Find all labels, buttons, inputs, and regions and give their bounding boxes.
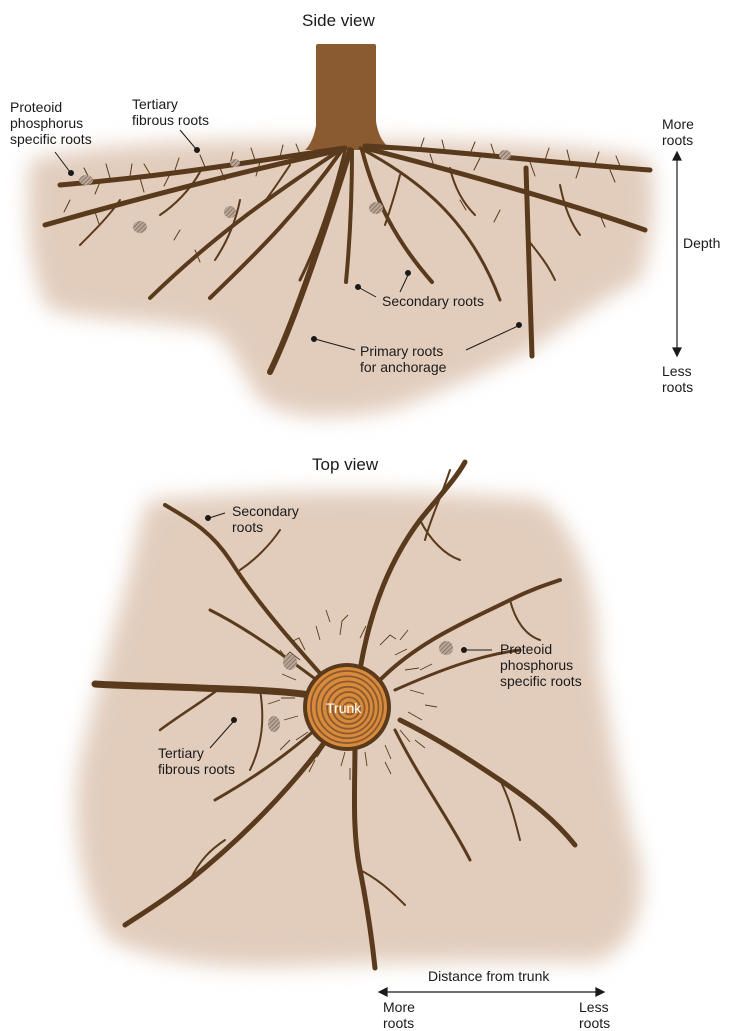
proteoid-cluster bbox=[499, 150, 511, 160]
proteoid-cluster bbox=[439, 641, 453, 655]
leader-dot bbox=[195, 148, 200, 153]
leader-dot bbox=[517, 323, 522, 328]
proteoid-cluster bbox=[133, 221, 147, 233]
depth-arrow-head-top bbox=[673, 152, 681, 160]
top-view bbox=[76, 462, 642, 996]
distance-right-label: Less roots bbox=[579, 999, 610, 1031]
distance-arrow-head-left bbox=[379, 988, 387, 996]
distance-arrow-head-right bbox=[596, 988, 604, 996]
leader-dot bbox=[462, 648, 467, 653]
top-secondary-label: Secondary roots bbox=[232, 503, 299, 535]
proteoid-cluster bbox=[268, 716, 280, 732]
depth-top-label: More roots bbox=[662, 116, 694, 148]
leader-dot bbox=[356, 285, 361, 290]
depth-label: Depth bbox=[683, 235, 720, 251]
proteoid-cluster bbox=[369, 202, 383, 214]
side-view bbox=[28, 44, 681, 417]
top-view-title: Top view bbox=[312, 455, 378, 475]
trunk-base bbox=[305, 95, 392, 150]
proteoid-cluster bbox=[224, 206, 236, 218]
leader-dot bbox=[406, 271, 411, 276]
leader-dot bbox=[206, 516, 211, 521]
top-proteoid-label: Proteoid phosphorus specific roots bbox=[500, 641, 582, 689]
leader-dot bbox=[312, 337, 317, 342]
top-tertiary-label: Tertiary fibrous roots bbox=[158, 745, 235, 777]
leader-dot bbox=[232, 718, 237, 723]
depth-bottom-label: Less roots bbox=[662, 363, 693, 395]
proteoid-cluster bbox=[230, 159, 240, 167]
side-view-title: Side view bbox=[302, 11, 375, 31]
side-tertiary-label: Tertiary fibrous roots bbox=[132, 96, 209, 128]
distance-left-label: More roots bbox=[383, 999, 415, 1031]
proteoid-cluster bbox=[283, 654, 297, 670]
distance-title-label: Distance from trunk bbox=[428, 968, 549, 984]
side-secondary-label: Secondary roots bbox=[382, 293, 484, 309]
depth-arrow-head-bottom bbox=[673, 348, 681, 356]
depth-axis bbox=[673, 152, 681, 356]
side-proteoid-label: Proteoid phosphorus specific roots bbox=[10, 99, 92, 147]
side-primary-label: Primary roots for anchorage bbox=[360, 343, 446, 375]
trunk-label: Trunk bbox=[326, 700, 361, 716]
leader-dot bbox=[69, 171, 74, 176]
distance-axis bbox=[379, 988, 604, 996]
proteoid-cluster bbox=[79, 175, 93, 185]
